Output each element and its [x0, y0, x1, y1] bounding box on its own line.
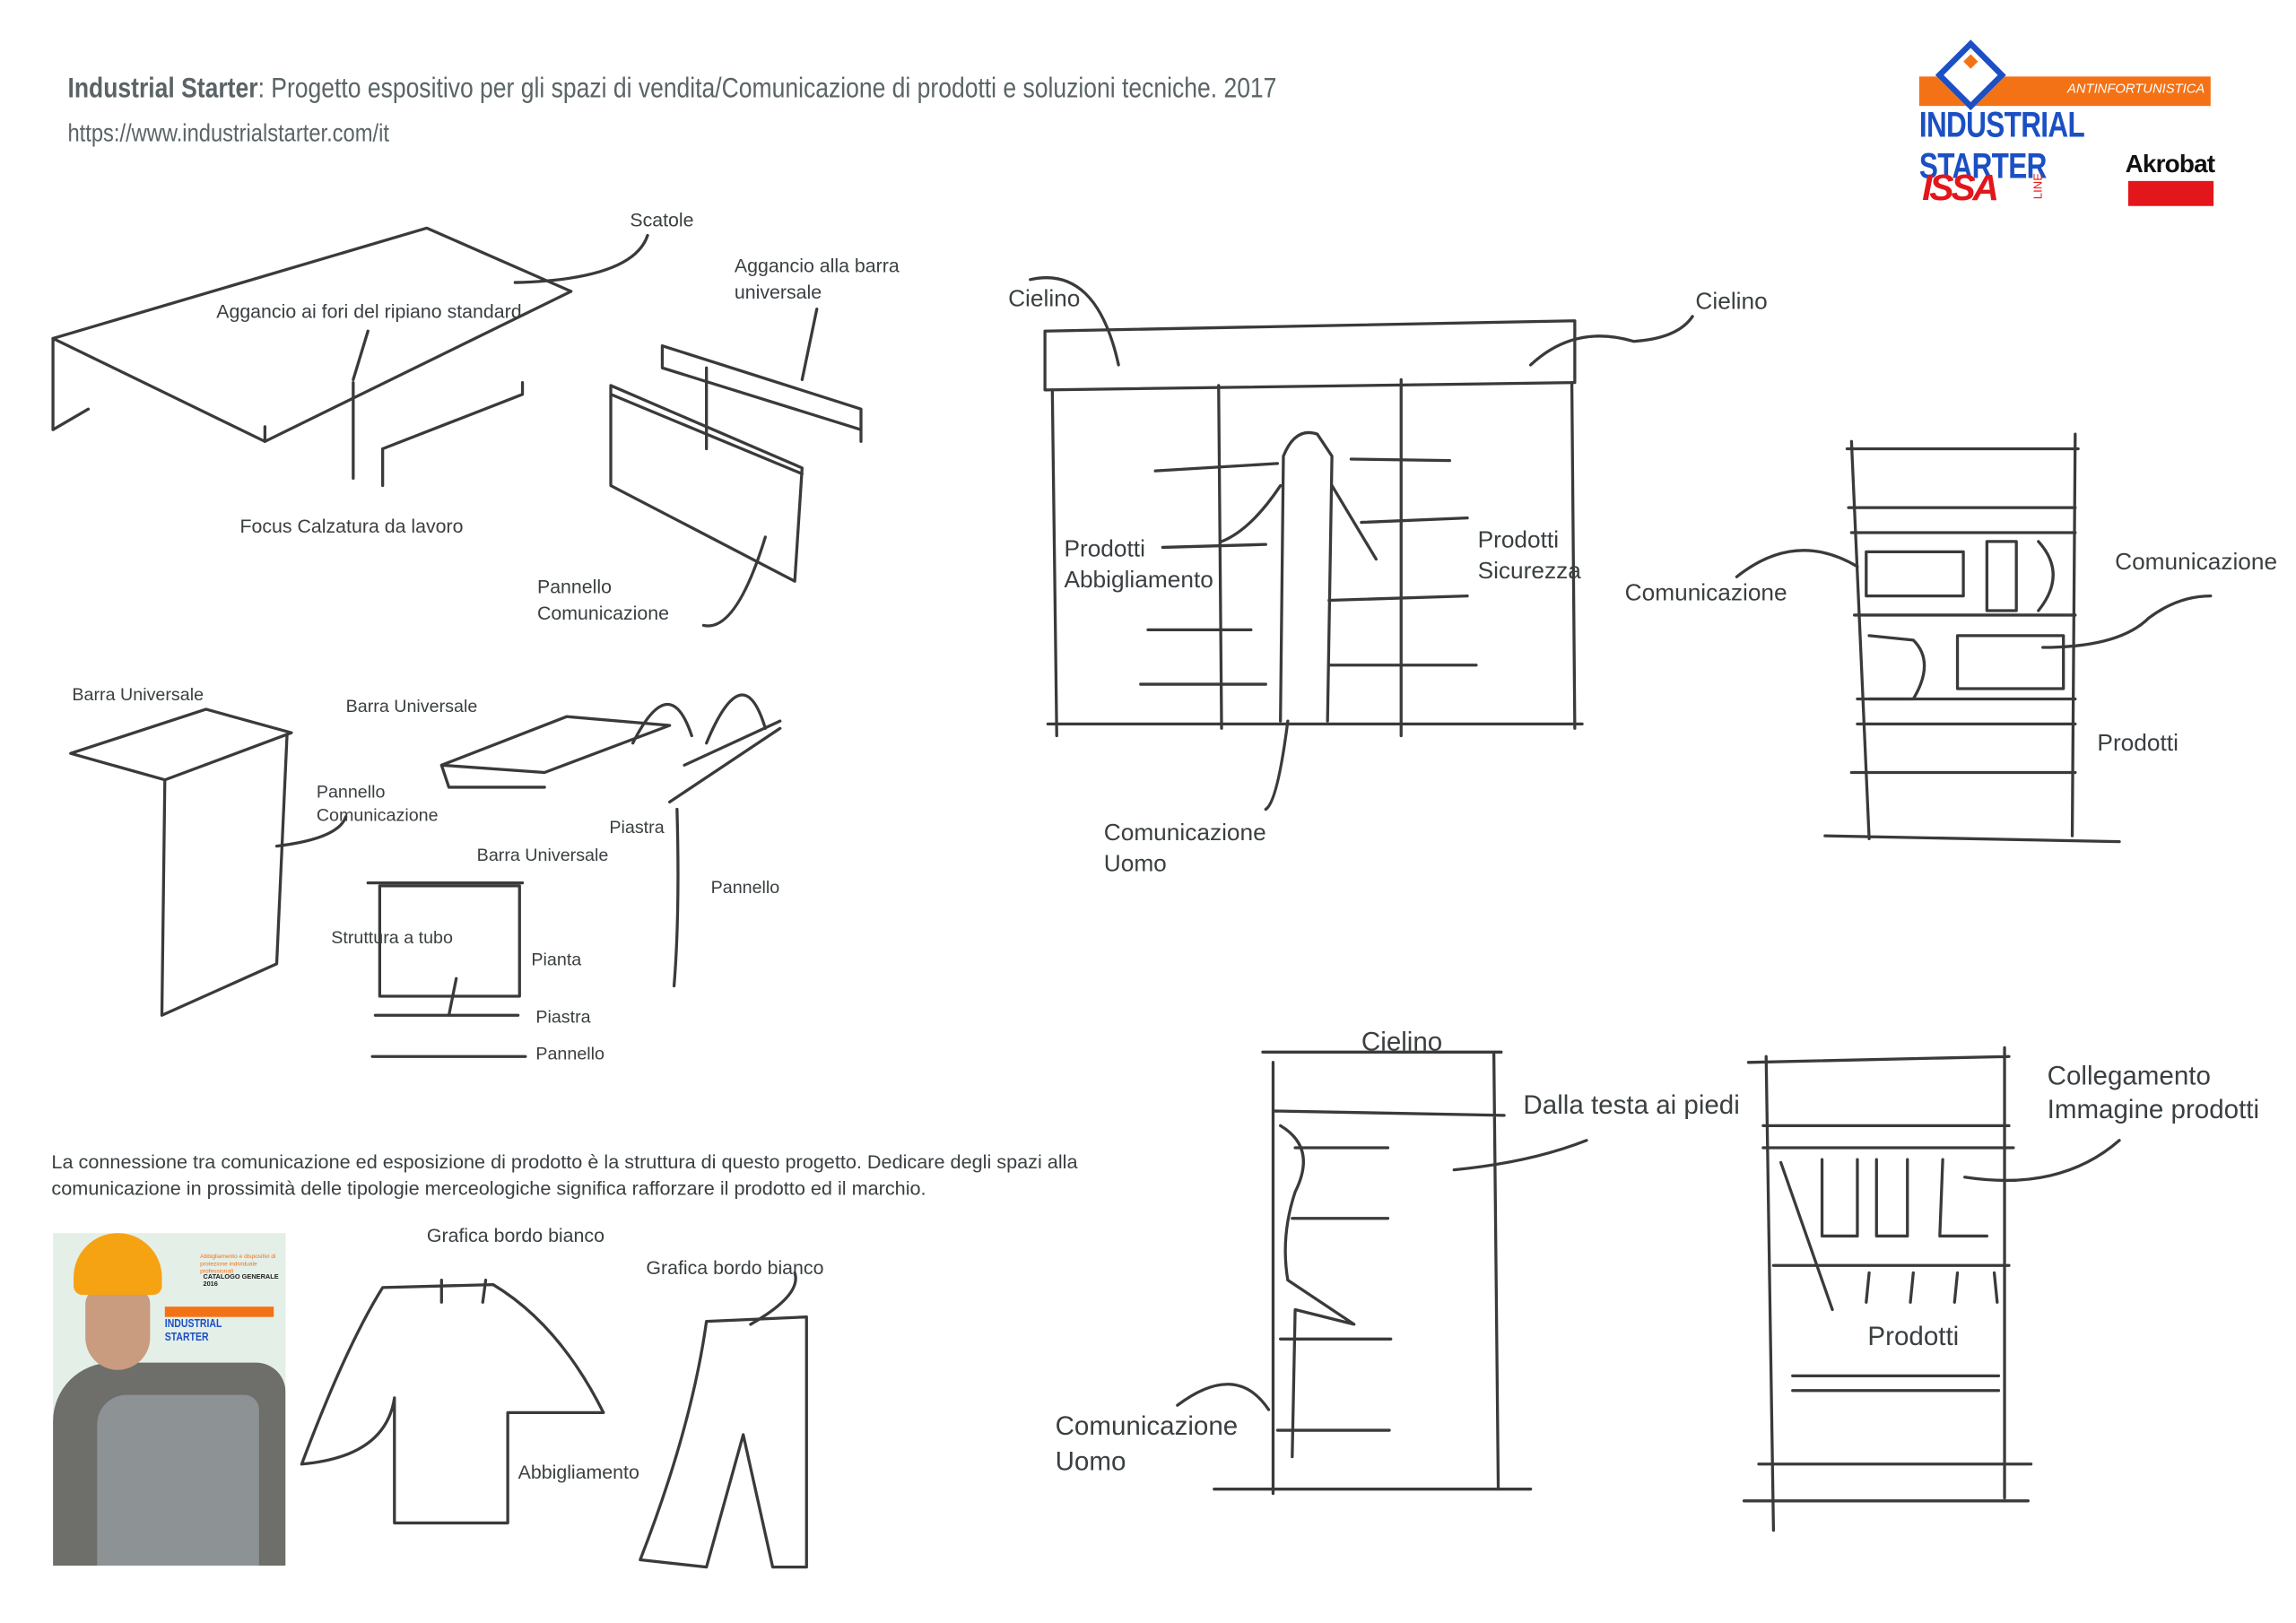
label-prodotti-abb-1: Prodotti: [1064, 536, 1145, 562]
label-prodotti-sic-1: Prodotti: [1477, 528, 1560, 554]
catalog-cover-image: Abbigliamento e dispositivi di protezion…: [53, 1233, 286, 1567]
logo-akrobat: Akrobat: [2125, 150, 2215, 178]
label-dalla-testa: Dalla testa ai piedi: [1523, 1089, 1740, 1120]
title-text: : Progetto espositivo per gli spazi di v…: [257, 74, 1277, 105]
label-focus-calzatura: Focus Calzatura da lavoro: [239, 515, 464, 537]
label-com-uomo-1: Comunicazione: [1103, 820, 1266, 846]
helmet-icon: [74, 1233, 162, 1296]
label-piastra: Piastra: [535, 1006, 591, 1028]
project-description: La connessione tra comunicazione ed espo…: [51, 1150, 1078, 1200]
label-barra-universale: Barra Universale: [476, 844, 609, 865]
label-com-uomo-2: Uomo: [1103, 852, 1167, 878]
label-comunicazione: Comunicazione: [1624, 581, 1787, 607]
page-title: Industrial Starter: Progetto espositivo …: [67, 74, 1276, 106]
label-pannello-com-1: Pannello: [316, 781, 386, 803]
label-cielino: Cielino: [1008, 286, 1081, 312]
label-com-uomo-2: Uomo: [1055, 1446, 1126, 1476]
label-scatole: Scatole: [630, 209, 694, 231]
label-abbigliamento: Abbigliamento: [517, 1461, 639, 1484]
label-collegamento-2: Immagine prodotti: [2047, 1094, 2260, 1124]
logo-industrial-starter: INDUSTRIAL STARTER: [1918, 106, 2084, 187]
catalog-logo: INDUSTRIAL STARTER: [164, 1306, 274, 1343]
sketch-clothing: [300, 1271, 808, 1569]
brand-logos: ANTINFORTUNISTICA INDUSTRIAL STARTER ISS…: [1913, 39, 2222, 213]
label-comunicazione: Comunicazione: [2115, 550, 2278, 576]
title-brand: Industrial Starter: [67, 74, 258, 105]
website-url[interactable]: https://www.industrialstarter.com/it: [67, 118, 389, 148]
label-pannello: Pannello: [710, 877, 780, 898]
label-com-uomo-1: Comunicazione: [1055, 1410, 1239, 1441]
sketch-shelf: [51, 226, 863, 628]
label-struttura-tubo: Struttura a tubo: [331, 926, 453, 948]
catalog-subtitle: Abbigliamento e dispositivi di protezion…: [200, 1252, 276, 1274]
sketch-wall-man: [1176, 1050, 1588, 1496]
sketch-barra: [69, 693, 782, 1058]
label-piastra: Piastra: [609, 816, 665, 838]
sketch-wall: [1029, 276, 1694, 812]
label-pannello: Pannello: [535, 1043, 604, 1064]
label-cielino: Cielino: [1361, 1027, 1443, 1057]
label-prodotti-abb-2: Abbigliamento: [1064, 568, 1213, 594]
label-grafica-bordo-bianco: Grafica bordo bianco: [426, 1224, 604, 1246]
akrobat-figure-icon: [2127, 180, 2214, 206]
logo-issa: ISSA: [1922, 168, 1999, 210]
label-pannello-2: Comunicazione: [536, 602, 670, 624]
catalog-brand: INDUSTRIAL STARTER: [164, 1316, 222, 1344]
sketch-shelf-unit: [1742, 1046, 2121, 1532]
label-pannello-com-2: Comunicazione: [316, 804, 439, 826]
label-barra-universale: Barra Universale: [345, 696, 478, 717]
label-barra-universale: Barra Universale: [72, 684, 204, 706]
logo-antinfortunistica: ANTINFORTUNISTICA: [2067, 81, 2205, 96]
label-collegamento-1: Collegamento: [2047, 1061, 2211, 1090]
catalog-title: CATALOGO GENERALE 2016: [203, 1272, 279, 1288]
sketch-tall-unit: [1735, 432, 2213, 844]
label-aggancio-barra-1: Aggancio alla barra: [734, 254, 900, 277]
label-prodotti-sic-2: Sicurezza: [1477, 559, 1581, 585]
label-pianta: Pianta: [531, 949, 582, 970]
label-cielino: Cielino: [1695, 290, 1768, 316]
label-prodotti: Prodotti: [2097, 731, 2179, 757]
label-pannello-1: Pannello: [536, 575, 613, 598]
label-aggancio-fori: Aggancio ai fori del ripiano standard: [216, 299, 522, 323]
label-grafica-bordo-bianco: Grafica bordo bianco: [646, 1256, 824, 1280]
label-aggancio-barra-2: universale: [734, 281, 822, 304]
label-prodotti: Prodotti: [1867, 1321, 1960, 1351]
